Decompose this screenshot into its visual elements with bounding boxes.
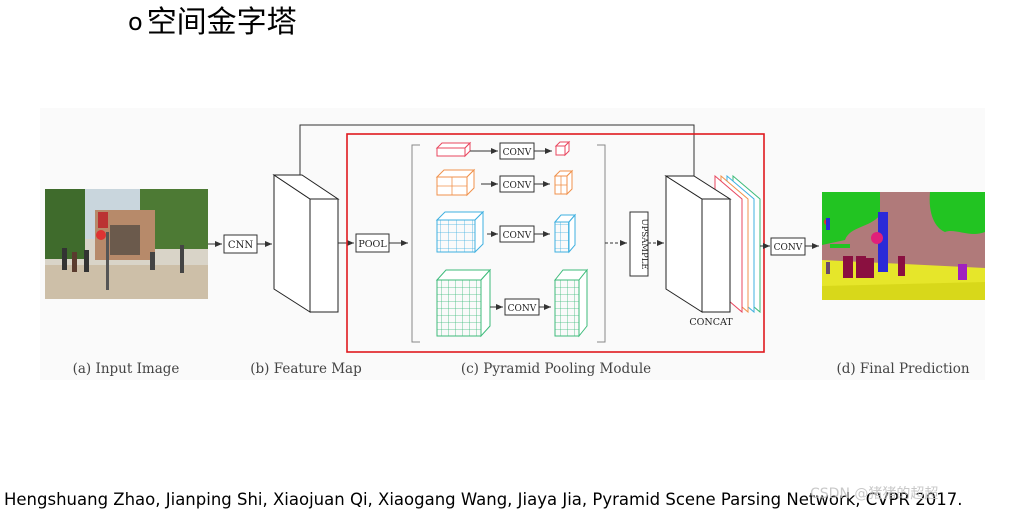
concat-block: CONCAT	[664, 174, 761, 328]
bullet-marker: o	[128, 8, 143, 36]
caption-final-prediction: (d) Final Prediction	[836, 361, 969, 377]
left-bracket	[411, 144, 420, 343]
caption-pyramid-module: (c) Pyramid Pooling Module	[461, 361, 651, 377]
watermark-text: CSDN @猪猪的超超	[810, 486, 939, 502]
cnn-label: CNN	[228, 240, 253, 251]
input-image	[45, 189, 208, 299]
cnn-block: CNN	[223, 234, 258, 254]
prediction-image	[822, 192, 985, 300]
slide-title-text: 空间金字塔	[146, 5, 297, 40]
final-conv-label: CONV	[774, 243, 803, 253]
pyramid-level-4: CONV	[435, 268, 589, 338]
pyramid-level-1: CONV	[435, 140, 571, 160]
caption-feature-map: (b) Feature Map	[250, 361, 362, 377]
pyramid-level-3: CONV	[435, 210, 577, 254]
caption-input-image: (a) Input Image	[73, 361, 180, 377]
conv-label-3: CONV	[503, 231, 532, 241]
upsample-block: UPSAMPLE	[629, 211, 649, 277]
pyramid-level-2: CONV	[435, 168, 574, 197]
conv-label-2: CONV	[503, 181, 532, 191]
skip-connection	[299, 124, 697, 186]
upsample-label: UPSAMPLE	[639, 218, 649, 269]
conv-label-1: CONV	[503, 148, 532, 158]
final-conv-block: CONV	[770, 237, 806, 256]
citation-text: Hengshuang Zhao, Jianping Shi, Xiaojuan …	[4, 490, 963, 509]
pool-label: POOL	[358, 239, 387, 250]
feature-map-block	[272, 174, 340, 313]
pool-block: POOL	[355, 233, 390, 253]
concat-label: CONCAT	[689, 317, 733, 328]
conv-label-4: CONV	[508, 304, 537, 314]
